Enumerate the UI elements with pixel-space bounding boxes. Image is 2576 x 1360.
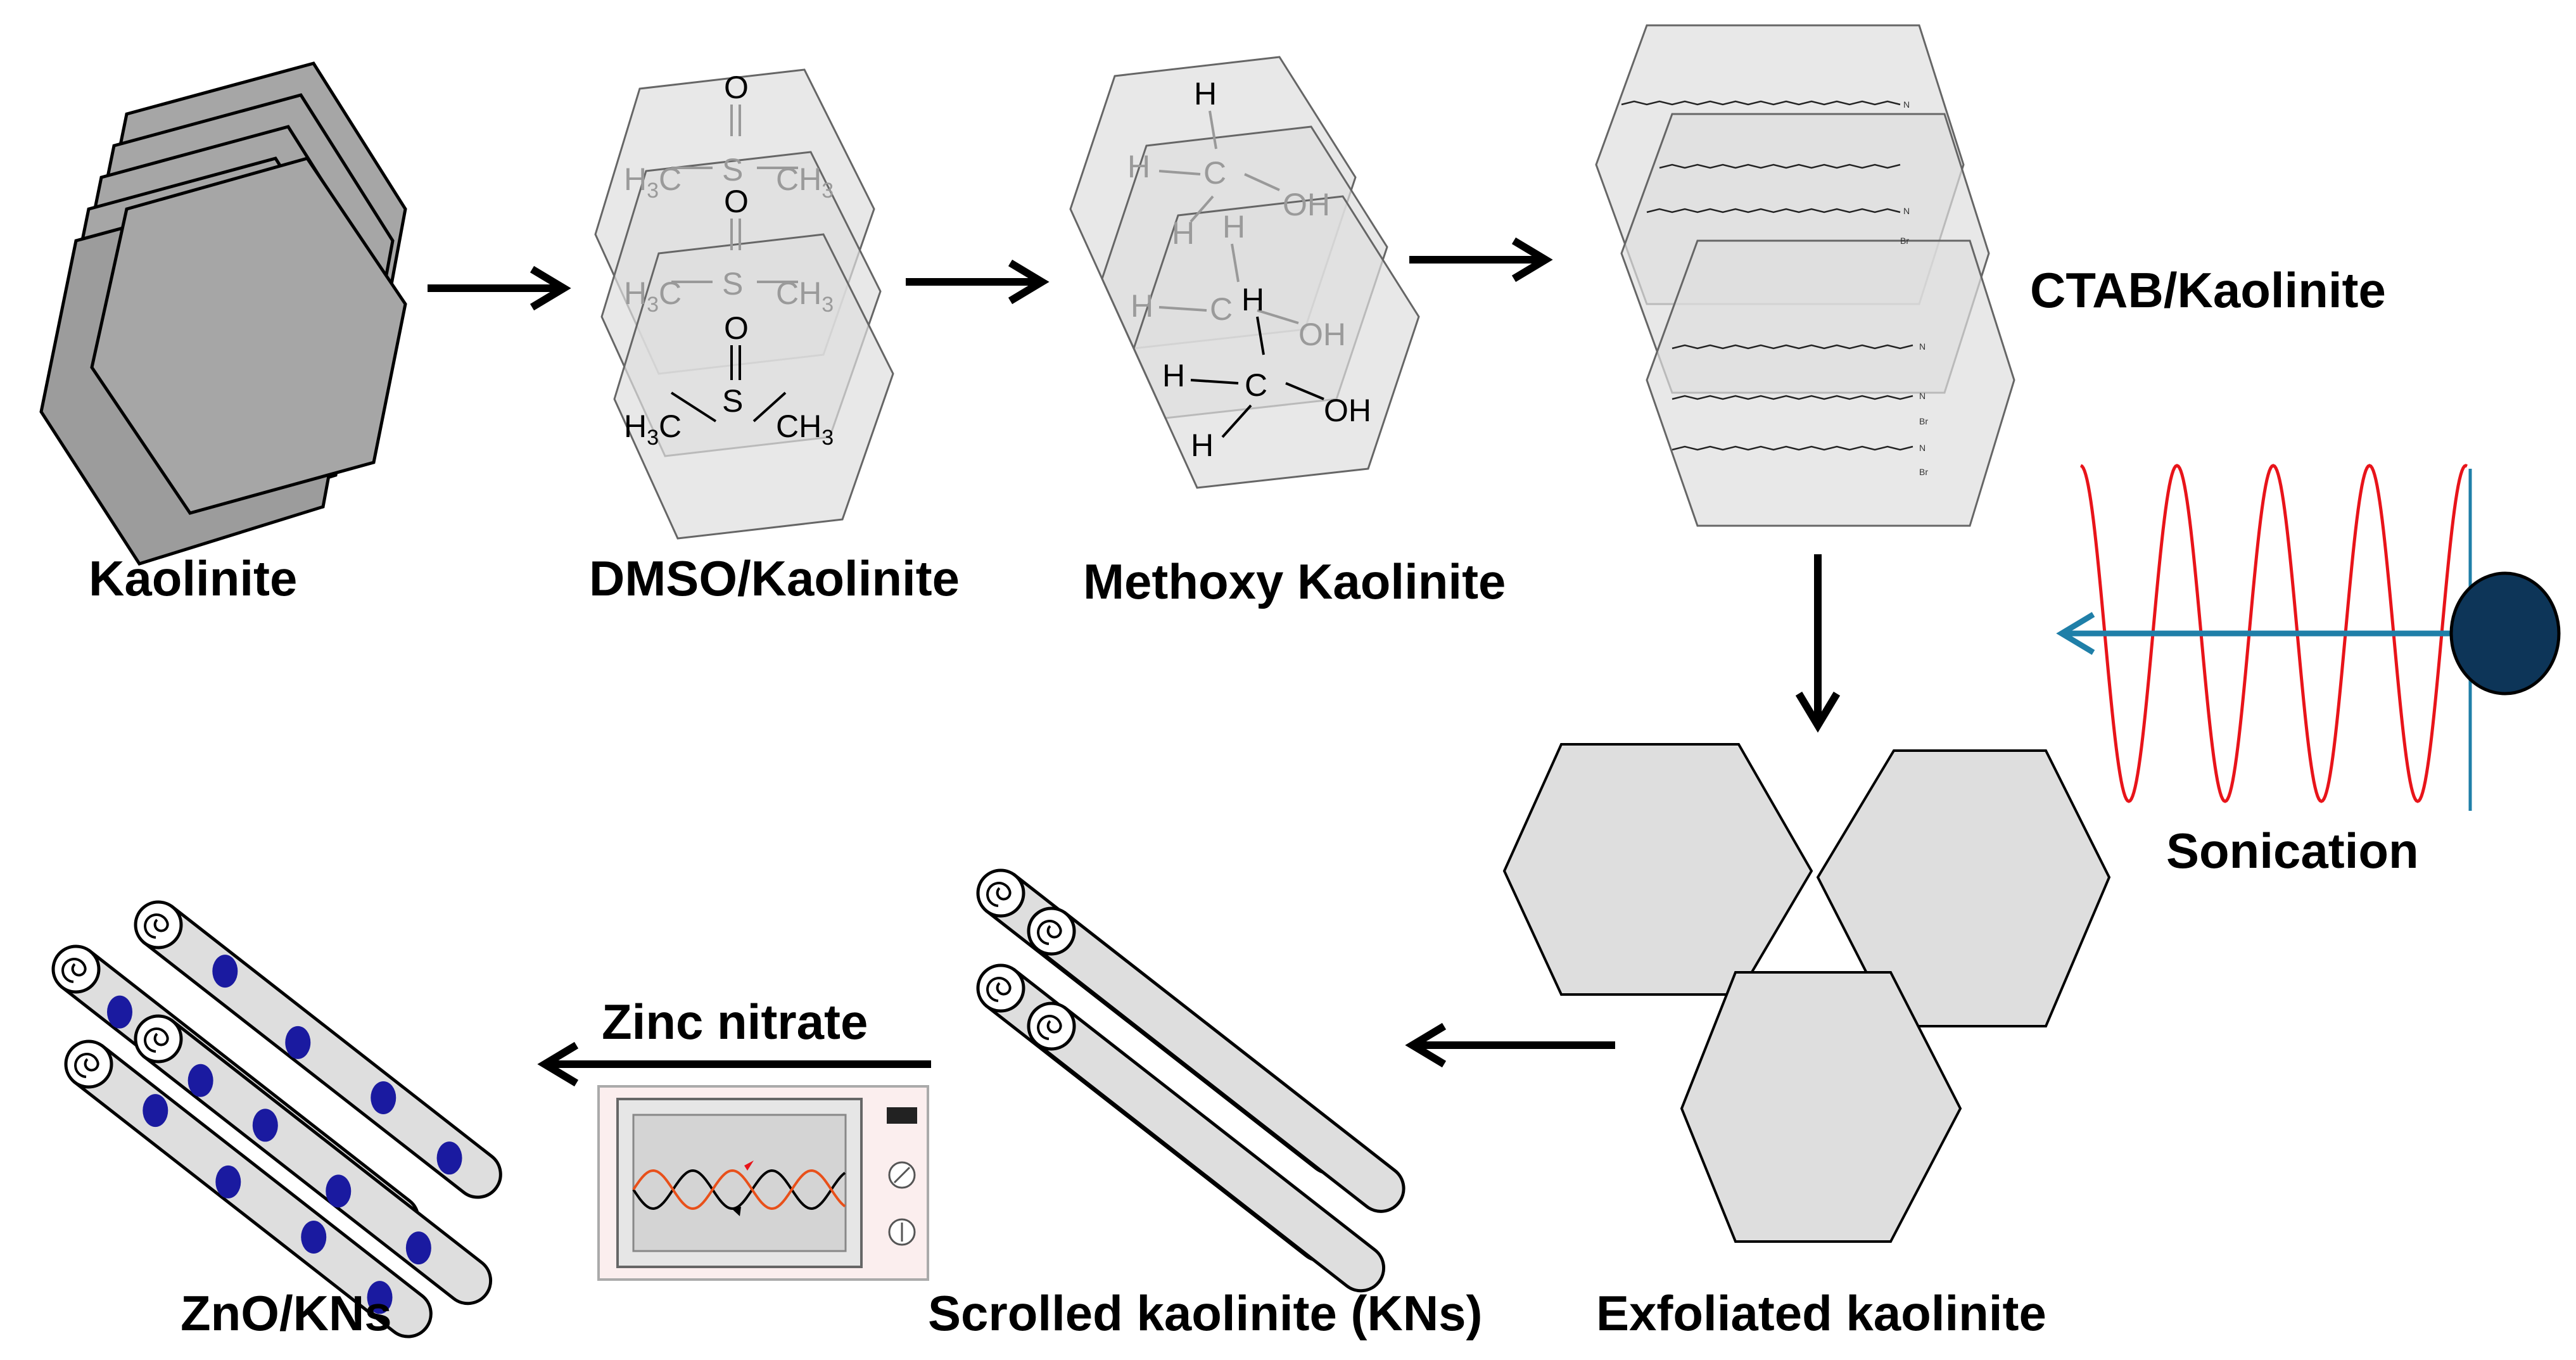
reaction-arrow-icon	[1409, 237, 1553, 283]
zno-tube	[64, 1039, 433, 1338]
reaction-arrow-icon	[1795, 554, 1841, 733]
ctab-n-5: N	[1919, 443, 1926, 453]
label-kaolinite: Kaolinite	[89, 550, 297, 606]
methoxy-kaolinite-stack: H H C OH H H H C OH H H C OH H	[1069, 56, 1420, 489]
dmso-methyl-right-faint-1: CH3	[776, 162, 834, 203]
dmso-methyl-left-faint-2: H3C	[624, 276, 682, 317]
zno-tube	[134, 900, 502, 1199]
ctab-kaolinite-stack: N N Br N N Br N Br	[1595, 24, 2015, 527]
ctab-n-4: N	[1919, 391, 1926, 401]
methoxy-oh-1: OH	[1283, 187, 1330, 222]
dmso-molecule-faint-2	[671, 219, 798, 283]
reaction-arrow-icon	[906, 259, 1050, 305]
ctab-n-2: N	[1903, 206, 1910, 216]
ctab-br-1: Br	[1900, 236, 1909, 246]
dmso-oxygen-3: O	[724, 310, 749, 346]
dmso-oxygen-2: O	[724, 184, 749, 219]
ctab-br-2: Br	[1919, 416, 1928, 426]
methoxy-molecule	[1190, 316, 1324, 438]
methoxy-h-1: H	[1194, 76, 1217, 111]
zno-kns-tubes	[51, 900, 502, 1338]
dmso-methyl-right-faint-2: CH3	[776, 276, 834, 317]
ctab-chains	[1621, 100, 1913, 451]
dmso-methyl-left-faint-1: H3C	[624, 162, 682, 203]
dmso-methyl-left: H3C	[624, 409, 682, 450]
scroll-tube	[1027, 1001, 1386, 1293]
exfoliated-sheets	[1502, 743, 2111, 1243]
methoxy-oh-2: OH	[1298, 317, 1346, 352]
dmso-sulfur-3: S	[722, 383, 743, 419]
label-zinc-nitrate: Zinc nitrate	[602, 994, 868, 1050]
kaolinite-stack	[39, 61, 407, 566]
label-sonication: Sonication	[2166, 823, 2419, 879]
zno-particle	[436, 1141, 462, 1175]
methoxy-h-7: H	[1162, 358, 1185, 393]
ctab-n-3: N	[1919, 341, 1926, 352]
dmso-molecule-faint-1	[671, 105, 798, 169]
dmso-molecule	[670, 345, 787, 423]
label-methoxy-kaolinite: Methoxy Kaolinite	[1083, 554, 1506, 609]
methoxy-c-1: C	[1203, 155, 1226, 191]
dmso-sulfur-1: S	[722, 152, 743, 187]
reaction-arrow-icon	[537, 1041, 931, 1087]
methoxy-oh-3: OH	[1324, 393, 1371, 428]
methoxy-c-3: C	[1245, 367, 1267, 403]
label-exfoliated-kaolinite: Exfoliated kaolinite	[1596, 1285, 2046, 1341]
sonication-wave-icon	[2056, 464, 2472, 811]
dmso-methyl-right: CH3	[776, 409, 834, 450]
zno-particle	[212, 955, 238, 988]
scrolled-kaolinite-tubes	[976, 868, 1405, 1293]
reaction-arrow-icon	[1405, 1022, 1615, 1068]
methoxy-h-6: H	[1241, 282, 1264, 317]
label-zno-kns: ZnO/KNs	[181, 1285, 392, 1341]
zno-particle	[326, 1174, 352, 1208]
zno-particle	[215, 1165, 241, 1198]
methoxy-molecule-faint	[1158, 110, 1299, 324]
methoxy-h-4: H	[1222, 209, 1245, 245]
zno-particle	[143, 1094, 168, 1128]
zno-particle	[285, 1026, 311, 1059]
scroll-tube	[1027, 906, 1405, 1213]
zno-tube	[134, 1014, 493, 1306]
label-dmso-kaolinite: DMSO/Kaolinite	[589, 550, 960, 606]
methoxy-h-8: H	[1191, 428, 1214, 463]
reaction-arrow-icon	[428, 265, 571, 311]
methoxy-h-2: H	[1127, 149, 1150, 184]
label-scrolled-kaolinite: Scrolled kaolinite (KNs)	[928, 1285, 1483, 1341]
zno-particle	[252, 1109, 278, 1142]
microwave-oven-icon	[597, 1085, 929, 1281]
dmso-kaolinite-stack: O S O S O S H3C CH3 H3C CH3 H3C CH3	[594, 68, 894, 540]
zno-particle	[371, 1081, 397, 1114]
transducer-icon	[2449, 571, 2561, 696]
zno-particle	[301, 1220, 327, 1254]
ctab-br-3: Br	[1919, 467, 1928, 477]
zno-particle	[187, 1064, 213, 1097]
methoxy-h-3: H	[1172, 215, 1195, 251]
dmso-oxygen-1: O	[724, 70, 749, 105]
zno-particle	[367, 1281, 393, 1314]
zno-particle	[405, 1231, 431, 1265]
methoxy-h-5: H	[1131, 288, 1153, 324]
zno-particle	[106, 995, 132, 1029]
ctab-n-1: N	[1903, 99, 1910, 110]
label-ctab-kaolinite: CTAB/Kaolinite	[2030, 262, 2386, 318]
methoxy-c-2: C	[1210, 291, 1233, 327]
dmso-sulfur-2: S	[722, 266, 743, 302]
